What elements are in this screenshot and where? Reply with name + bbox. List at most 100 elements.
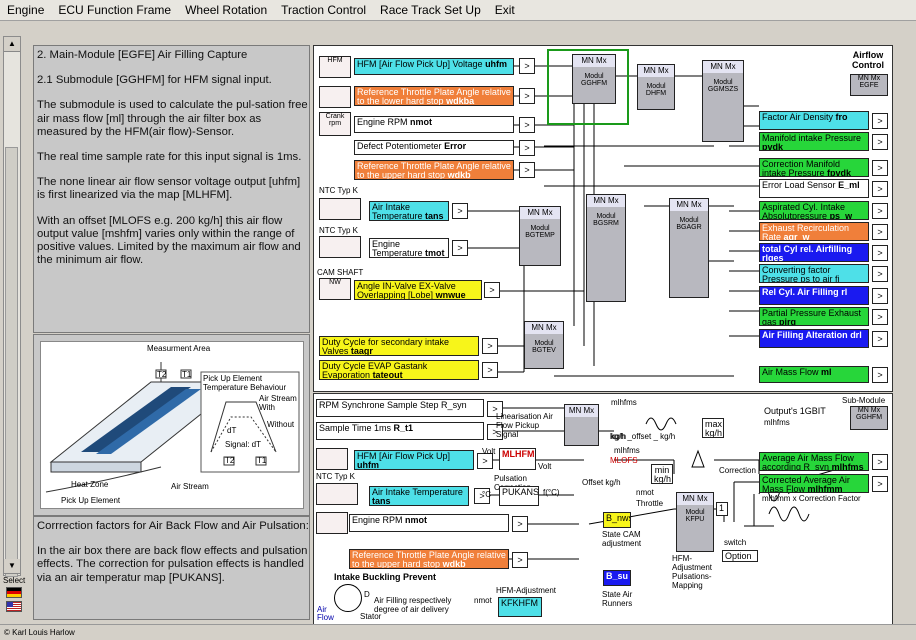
arrow-rpm[interactable]: > (519, 117, 535, 133)
arrow-hfm-2[interactable]: > (477, 453, 493, 469)
output-converting-factor[interactable]: Converting factor Pressure ps to air fi … (759, 264, 869, 283)
menu-traction-control[interactable]: Traction Control (281, 3, 367, 17)
mlhfm-map[interactable]: MLHFM (499, 448, 536, 470)
scroll-up-button[interactable]: ▲ (4, 37, 20, 52)
input-engine-temp[interactable]: Engine Temperature tmot (369, 238, 449, 258)
arrow-ref-lower[interactable]: > (519, 88, 535, 104)
arrow-engine-temp[interactable]: > (452, 240, 468, 256)
input-air-intake-temp[interactable]: Air Intake Temperature tans (369, 201, 449, 221)
output-aspirated-pressure[interactable]: Aspirated Cyl. Intake Absolutpressure ps… (759, 201, 869, 220)
arrow-out-fupsrl[interactable]: > (872, 266, 888, 282)
engine-rpm-input[interactable]: Engine RPM nmot (349, 514, 509, 532)
output-error-load[interactable]: Error Load Sensor E_ml (759, 179, 869, 198)
vertical-scrollbar[interactable]: ▲ ▼ (3, 36, 21, 577)
input-valve-overlap[interactable]: Angle IN-Valve EX-Valve Overlapping [Lob… (354, 280, 482, 300)
air-intake-temp-input[interactable]: Air Intake Temperature tans (369, 486, 469, 506)
module-ggabt[interactable]: MN Mx (564, 404, 599, 446)
arrow-out-ml[interactable]: > (872, 367, 888, 383)
menu-exit[interactable]: Exit (494, 3, 515, 17)
output-corrected-flow[interactable]: Corrected Average Air Mass Flow mlhfmm (759, 474, 869, 493)
arrow-out-fpvdk[interactable]: > (872, 160, 888, 176)
output-air-filling-alteration[interactable]: Air Filling Alteration drl (759, 329, 869, 348)
input-ref-throttle-upper[interactable]: Reference Throttle Plate Angle relative … (354, 160, 514, 180)
kfkhfm-map[interactable]: KFKHFM (498, 597, 542, 617)
sample-time[interactable]: Sample Time 1ms R_t1 (316, 422, 484, 440)
arrow-defect[interactable]: > (519, 140, 535, 156)
scroll-down-button[interactable]: ▼ (4, 559, 20, 574)
menu-ecu-function-frame[interactable]: ECU Function Frame (58, 3, 172, 17)
arrow-valve-overlap[interactable]: > (484, 282, 500, 298)
input-duty-secondary[interactable]: Duty Cycle for secondary intake Valves t… (319, 336, 479, 356)
output-exhaust-recirculation-var: agr_w (783, 232, 810, 241)
b-su-input[interactable]: B_su (603, 570, 631, 586)
arrow-out-drl[interactable]: > (872, 331, 888, 347)
arrow-avg-flow[interactable]: > (872, 454, 888, 470)
arrow-corrected-flow[interactable]: > (872, 476, 888, 492)
output-exhaust-recirculation[interactable]: Exhaust Recirculation Rate agr_w (759, 222, 869, 241)
output-correction-manifold[interactable]: Correction Manifold intake Pressure fpvd… (759, 158, 869, 177)
output-rel-cyl-filling[interactable]: Rel Cyl. Air Filling rl (759, 286, 869, 305)
arrow-out-agrw[interactable]: > (872, 224, 888, 240)
output-total-cyl-airfilling[interactable]: total Cyl rel. Airfilling rlges (759, 243, 869, 262)
arrow-tsample[interactable]: > (487, 424, 503, 440)
arrow-duty-secondary[interactable]: > (482, 338, 498, 354)
input-air-intake-temp-label: Air Intake Temperature (372, 202, 423, 221)
input-engine-rpm[interactable]: Engine RPM nmot (354, 116, 514, 133)
min-limit[interactable]: min kg/h (651, 464, 673, 484)
arrow-out-pvdk[interactable]: > (872, 134, 888, 150)
output-average-flow[interactable]: Average Air Mass Flow according R_syn ml… (759, 452, 869, 471)
arrow-ref-upper[interactable]: > (519, 162, 535, 178)
scroll-thumb[interactable] (5, 147, 18, 577)
without-label: Without (267, 420, 295, 429)
input-hfm-voltage[interactable]: HFM [Air Flow Pick Up] Voltage uhfm (354, 58, 514, 75)
rpm-sync-step[interactable]: RPM Synchrone Sample Step R_syn (316, 399, 484, 417)
arrow-out-rlges[interactable]: > (872, 245, 888, 261)
option-button[interactable]: Option (722, 550, 758, 562)
b-nws-input[interactable]: B_nws (603, 512, 631, 528)
flag-us-icon[interactable] (6, 601, 22, 612)
arrow-out-rl[interactable]: > (872, 288, 888, 304)
arrow-air-temp-2[interactable]: > (474, 488, 490, 504)
select-label: Select (3, 576, 26, 585)
air-flow-label: Air Flow (317, 605, 334, 622)
output-partial-pressure[interactable]: Partial Pressure Exhaust gas pirg (759, 307, 869, 326)
input-defect-potentiometer[interactable]: Defect Potentiometer Error (354, 140, 514, 155)
kfkhfm-map-label: KFKHFM (501, 598, 538, 608)
input-ref-throttle-lower[interactable]: Reference Throttle Plate Angle relative … (354, 86, 514, 106)
arrow-out-psw[interactable]: > (872, 203, 888, 219)
air-stream-label: Air Stream (171, 482, 209, 491)
arrow-rpm-2[interactable]: > (512, 516, 528, 532)
arrow-ref-upper-2[interactable]: > (512, 552, 528, 568)
input-duty-evap[interactable]: Duty Cycle EVAP Gastank Evaporation tate… (319, 360, 479, 380)
menu-engine[interactable]: Engine (7, 3, 45, 17)
module-dhfm-label: Modul DHFM (645, 83, 667, 97)
arrow-out-pirg[interactable]: > (872, 309, 888, 325)
output-factor-air-density[interactable]: Factor Air Density fro (759, 111, 869, 130)
menu-race-track-setup[interactable]: Race Track Set Up (380, 3, 481, 17)
output-manifold-pressure[interactable]: Manifold intake Pressure pvdk (759, 132, 869, 151)
t2-label-2: T2 (225, 456, 235, 465)
max-limit[interactable]: max kg/h (702, 418, 724, 438)
arrow-rsync[interactable]: > (487, 401, 503, 417)
output-air-mass-flow[interactable]: Air Mass Flow ml (759, 366, 869, 383)
output-air-mass-flow-var: ml (821, 367, 832, 377)
arrow-duty-evap[interactable]: > (482, 362, 498, 378)
menu-wheel-rotation[interactable]: Wheel Rotation (185, 3, 268, 17)
arrow-hfm[interactable]: > (519, 58, 535, 74)
module-bgsrm-top: MN Mx (587, 195, 625, 207)
ref-upper-input[interactable]: Reference Throttle Plate Angle relative … (349, 549, 509, 569)
pukans-map[interactable]: PUKANS (499, 486, 539, 506)
flag-de-icon[interactable] (6, 587, 22, 598)
hfm-pickup-input[interactable]: HFM [Air Flow Pick Up] uhfm (354, 450, 474, 470)
arrow-air-temp[interactable]: > (452, 203, 468, 219)
arrow-out-fro[interactable]: > (872, 113, 888, 129)
arrow-out-eml[interactable]: > (872, 181, 888, 197)
